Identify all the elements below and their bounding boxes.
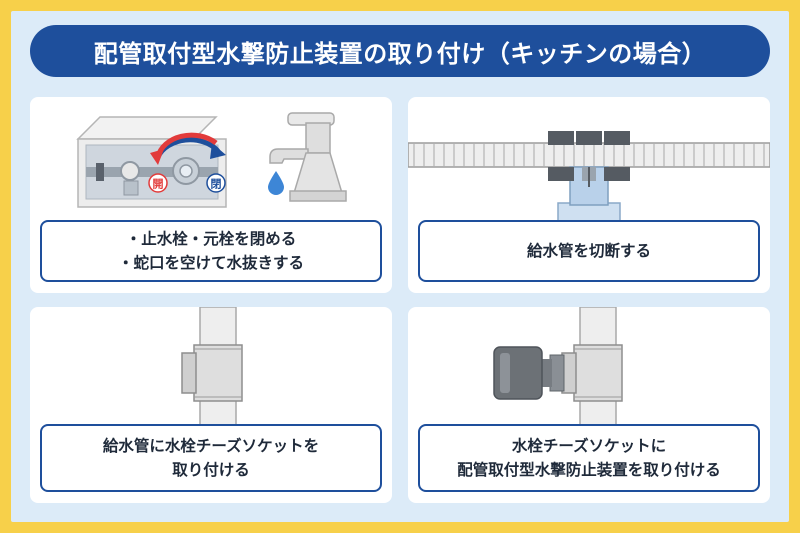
caption-line: 配管取付型水撃防止装置を取り付ける	[457, 461, 721, 479]
caption-line: 給水管を切断する	[526, 242, 651, 260]
step-4-caption: 水栓チーズソケットに 配管取付型水撃防止装置を取り付ける	[418, 424, 760, 492]
tee-socket-icon	[181, 344, 243, 402]
step-2-illustration	[408, 131, 770, 224]
page-title: 配管取付型水撃防止装置の取り付け（キッチンの場合）	[30, 25, 770, 77]
step-3-caption: 給水管に水栓チーズソケットを 取り付ける	[40, 424, 382, 492]
water-hammer-arrester-icon	[493, 346, 565, 400]
close-label-badge: 閉	[206, 173, 226, 193]
svg-text:閉: 閉	[211, 178, 222, 191]
caption-line: ・蛇口を空けて水抜きする	[117, 254, 304, 272]
tee-socket-icon	[561, 344, 623, 402]
open-label-badge: 開	[148, 173, 168, 193]
caption-line: 給水管に水栓チーズソケットを	[102, 437, 320, 455]
caption-line: ・止水栓・元栓を閉める	[125, 230, 297, 248]
valve-box-icon	[76, 116, 227, 208]
step-1-caption: ・止水栓・元栓を閉める ・蛇口を空けて水抜きする	[40, 220, 382, 282]
step-panel-1: 開 閉 ・止水栓・元栓を閉める ・蛇口を空けて水抜きする	[30, 97, 392, 293]
step-3-illustration	[181, 307, 243, 428]
step-panel-4: 水栓チーズソケットに 配管取付型水撃防止装置を取り付ける	[408, 307, 770, 503]
step-panel-3: 給水管に水栓チーズソケットを 取り付ける	[30, 307, 392, 503]
water-drop-icon	[268, 171, 284, 195]
step-1-illustration: 開 閉	[76, 112, 347, 208]
pipe-icon	[408, 142, 770, 168]
pipe-cutter-icon	[548, 131, 630, 224]
step-panel-2: 給水管を切断する	[408, 97, 770, 293]
rotation-arrows-icon	[150, 132, 226, 165]
step-2-caption: 給水管を切断する	[418, 220, 760, 282]
caption-line: 水栓チーズソケットに	[511, 437, 667, 455]
caption-line: 取り付ける	[172, 461, 250, 479]
faucet-icon	[269, 112, 347, 202]
step-4-illustration	[493, 307, 623, 428]
svg-text:開: 開	[153, 178, 164, 191]
